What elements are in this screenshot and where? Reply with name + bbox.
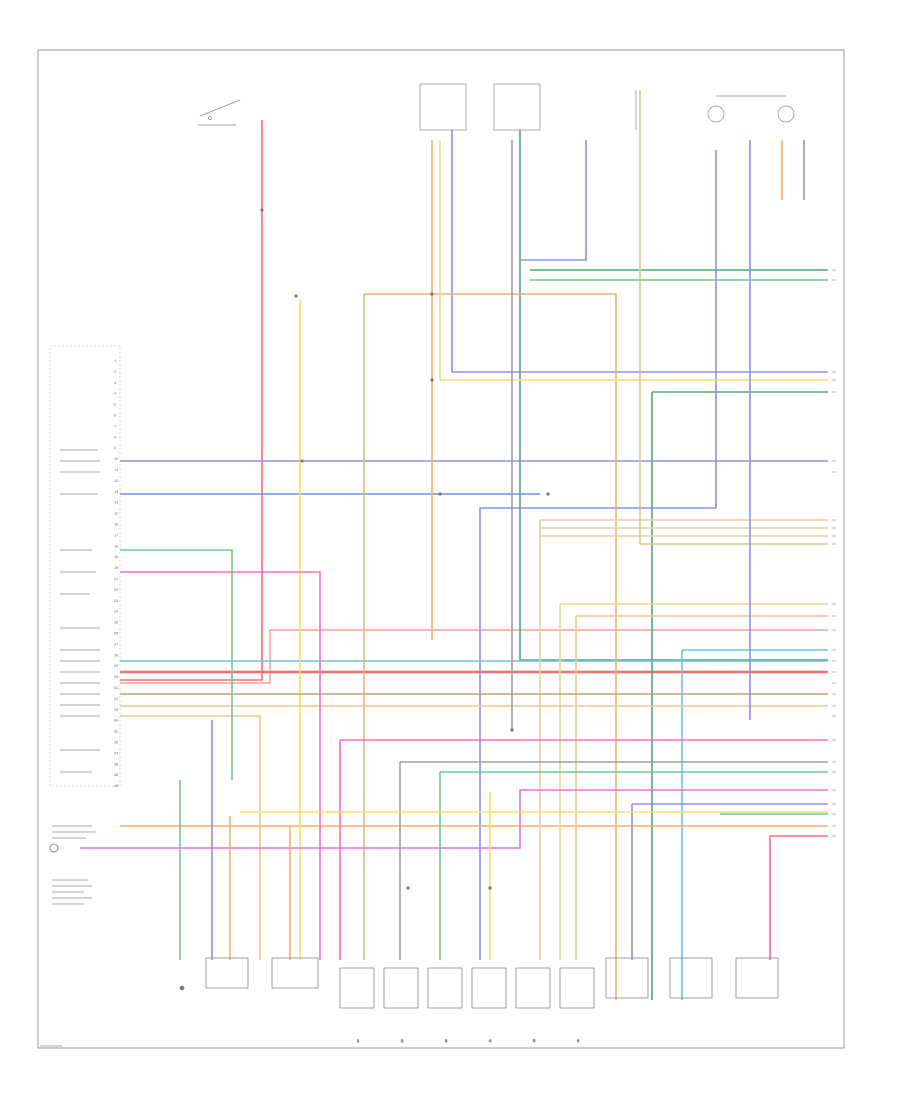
injector-box-3	[427, 967, 463, 1009]
pcm-pin-number: 10	[114, 458, 118, 462]
pcm-pin-number: 12	[114, 480, 118, 484]
pcm-pin-number: 32	[114, 698, 118, 702]
pcm-pin-number: 29	[114, 665, 118, 669]
wire-red-2	[120, 629, 828, 684]
switch-contact	[208, 116, 212, 120]
wire-blue-3	[479, 150, 717, 960]
pcm-pin-number: 30	[114, 676, 118, 680]
pcm-pin-number: 28	[114, 654, 118, 658]
wire-tan-7	[575, 615, 828, 960]
wire-ltblue-2	[681, 649, 828, 1000]
module-box	[493, 83, 541, 131]
injector-box-2	[383, 967, 419, 1009]
wire-gray-1	[399, 761, 828, 960]
pcm-pin-number: 11	[114, 469, 118, 473]
pcm-left-labels	[40, 449, 100, 1047]
pcm-pin-list: 1234567891011121314151617181920212223242…	[114, 360, 118, 789]
pcm-pin-number: 17	[114, 534, 118, 538]
pcm-pin-number: 36	[114, 742, 118, 746]
ground-sensor	[179, 985, 185, 991]
lamp-1	[707, 105, 725, 123]
pcm-pin-number: 39	[114, 774, 118, 778]
pcm-pin-number: 25	[114, 622, 118, 626]
injector-number: 5	[533, 1038, 536, 1043]
pcm-pin-number: 38	[114, 763, 118, 767]
wire-pink-3	[339, 739, 828, 960]
pcm-pin-number: 2	[114, 371, 116, 375]
pcm-pin-number: 13	[114, 491, 118, 495]
pcm-pin-number: 16	[114, 524, 118, 528]
pcm-pin-number: 9	[114, 447, 116, 451]
injector-number: 2	[401, 1038, 404, 1043]
wire-blue-2	[520, 140, 587, 261]
wire-pink-4	[769, 835, 828, 960]
injector-box-4	[471, 967, 507, 1009]
pcm-pin-number: 19	[114, 556, 118, 560]
pcm-pin-number: 21	[114, 578, 118, 582]
pcm-pin-number: 33	[114, 709, 118, 713]
wire-harness	[80, 90, 828, 1000]
pcm-pin-number: 20	[114, 567, 118, 571]
pcm-pin-number: 22	[114, 589, 118, 593]
splice-points	[49, 208, 550, 890]
wire-tan-6	[120, 715, 261, 960]
pcm-pin-number: 37	[114, 752, 118, 756]
wire-pink-1	[120, 571, 321, 960]
wire-orange-1	[364, 293, 617, 1000]
pcm-pin-number: 40	[114, 785, 118, 789]
sensor-box-4	[669, 957, 713, 999]
injector-box-6	[559, 967, 595, 1009]
pcm-pin-number: 24	[114, 611, 118, 615]
right-connector-ticks	[832, 269, 836, 837]
pcm-pin-number: 31	[114, 687, 118, 691]
wire-red-ignition	[120, 120, 263, 681]
top-components	[198, 83, 795, 131]
pcm-pin-number: 6	[114, 415, 116, 419]
pcm-pin-number: 4	[114, 393, 116, 397]
sensor-box-3	[605, 957, 649, 999]
pcm-pin-number: 35	[114, 731, 118, 735]
pcm-pin-number: 26	[114, 633, 118, 637]
wire-green-bus-1	[519, 130, 828, 661]
wire-tan-4	[639, 90, 828, 545]
pcm-pin-number: 3	[114, 382, 116, 386]
pcm-pin-number: 23	[114, 600, 118, 604]
injector-number: 1	[357, 1038, 360, 1043]
sensor-box-1	[205, 957, 249, 989]
injector-box-1	[339, 967, 375, 1009]
sensor-box-2	[271, 957, 319, 989]
relay-box	[419, 83, 467, 131]
sensor-box-5	[735, 957, 779, 999]
pcm-pin-number: 15	[114, 513, 118, 517]
injector-box-5	[515, 967, 551, 1009]
pcm-module	[49, 345, 121, 787]
wire-green-l2	[439, 771, 828, 960]
diagram-frame	[37, 49, 845, 1049]
pcm-pin-number: 1	[114, 360, 116, 364]
pcm-pin-number: 5	[114, 404, 116, 408]
injector-number: 4	[489, 1038, 492, 1043]
bottom-components: 1 2 3 4 5 6	[179, 957, 779, 1043]
injector-number: 6	[577, 1038, 580, 1043]
lamp-2	[777, 105, 795, 123]
wire-violet-l2	[631, 803, 828, 960]
pcm-pin-number: 14	[114, 502, 118, 506]
wire-yellow-4	[559, 603, 828, 960]
injector-number: 3	[445, 1038, 448, 1043]
pcm-pin-number: 7	[114, 425, 116, 429]
pcm-pin-number: 34	[114, 720, 118, 724]
pcm-pin-number: 18	[114, 545, 118, 549]
wire-pink-2	[80, 789, 828, 849]
wire-violet-1	[451, 130, 828, 373]
pcm-pin-number: 8	[114, 436, 116, 440]
wire-green-l1	[120, 549, 233, 780]
pcm-pin-number: 27	[114, 643, 118, 647]
